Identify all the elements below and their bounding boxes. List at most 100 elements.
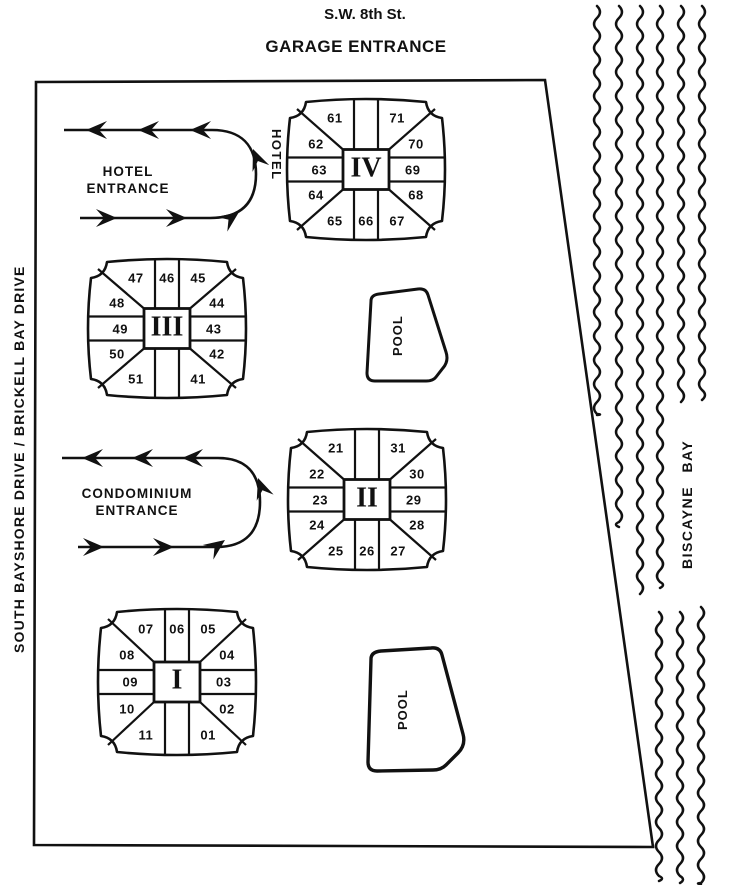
building-III-partition-line (189, 347, 237, 389)
unit-67-label: 67 (389, 213, 405, 229)
unit-70-label: 70 (408, 136, 424, 152)
hotel-entrance-label-line1: HOTEL (102, 164, 154, 179)
unit-42-label: 42 (209, 346, 225, 362)
unit-24-label: 24 (309, 517, 325, 533)
unit-44-label: 44 (209, 295, 225, 311)
building-IV-core-box (341, 148, 391, 191)
water-wave-line (696, 605, 706, 885)
unit-28-label: 28 (409, 517, 425, 533)
unit-31-label: 31 (390, 440, 406, 456)
direction-arrowhead-icon (166, 209, 187, 227)
bay-water-waves-icon (592, 4, 707, 885)
building-II-numeral: II (356, 482, 378, 514)
unit-66-label: 66 (358, 213, 374, 229)
unit-68-label: 68 (408, 187, 424, 203)
water-wave-line (592, 4, 602, 417)
building-IV-numeral: IV (350, 152, 382, 184)
direction-arrowhead-icon (252, 149, 270, 172)
building-IV-partition-line (296, 188, 344, 231)
water-wave-line (655, 4, 665, 590)
building-II-partition-line (389, 518, 437, 561)
unit-64-label: 64 (308, 187, 324, 203)
building-II-partition-line (389, 438, 437, 481)
hotel-entrance-label-line2: ENTRANCE (86, 181, 170, 196)
unit-29-label: 29 (406, 492, 422, 507)
direction-arrowhead-icon (202, 540, 225, 560)
direction-arrowhead-icon (96, 209, 117, 227)
buildings-linework (86, 97, 448, 757)
direction-arrowhead-icon (190, 121, 211, 139)
building-IV-partition-line (296, 108, 344, 151)
hotel-entrance-arrow-loop (64, 121, 270, 232)
unit-51-label: 51 (128, 371, 144, 387)
building-II (286, 427, 448, 572)
unit-69-label: 69 (405, 162, 421, 177)
building-II-partition-line (297, 518, 345, 561)
west-street-label: SOUTH BAYSHORE DRIVE / BRICKELL BAY DRIV… (11, 265, 27, 653)
building-III-numeral: III (150, 311, 184, 343)
unit-50-label: 50 (109, 346, 125, 362)
building-II-partition-line (297, 438, 345, 481)
unit-26-label: 26 (359, 543, 375, 559)
direction-arrowhead-icon (216, 212, 239, 232)
unit-27-label: 27 (390, 543, 406, 559)
building-III-partition-line (97, 347, 145, 389)
building-I-partition-line (199, 701, 247, 746)
unit-43-label: 43 (206, 321, 222, 336)
unit-41-label: 41 (190, 371, 206, 387)
unit-62-label: 62 (308, 136, 324, 152)
building-I (96, 607, 258, 757)
garage-entrance-label: GARAGE ENTRANCE (265, 37, 447, 56)
water-wave-line (654, 610, 664, 883)
building-II-core-box (342, 478, 392, 521)
unit-10-label: 10 (119, 701, 135, 717)
direction-arrowhead-icon (256, 478, 274, 501)
pool-upper-outline (365, 287, 449, 383)
water-wave-line (635, 4, 645, 596)
condominium-entrance-arrow-path (62, 456, 262, 549)
pool-lower-outline (366, 646, 466, 773)
condominium-entrance-label-line2: ENTRANCE (95, 503, 179, 518)
unit-47-label: 47 (128, 270, 144, 286)
water-wave-line (697, 4, 707, 402)
pool-upper-label: POOL (390, 315, 405, 356)
direction-arrowhead-icon (132, 449, 153, 467)
water-wave-line (675, 610, 685, 885)
condominium-entrance-arrow-loop (62, 449, 274, 560)
unit-22-label: 22 (309, 466, 325, 482)
direction-arrowhead-icon (83, 538, 104, 556)
unit-07-label: 07 (138, 621, 154, 637)
building-IV (285, 97, 447, 242)
building-III-core-box (142, 307, 192, 350)
unit-65-label: 65 (327, 213, 343, 229)
hotel-wing-label: HOTEL (269, 129, 284, 181)
pool-lower-label: POOL (395, 689, 410, 730)
unit-04-label: 04 (219, 647, 235, 663)
unit-05-label: 05 (200, 621, 216, 637)
top-street-label: S.W. 8th St. (324, 6, 406, 23)
unit-45-label: 45 (190, 270, 206, 286)
building-I-partition-line (107, 701, 155, 746)
direction-arrowhead-icon (82, 449, 103, 467)
direction-arrowhead-icon (138, 121, 159, 139)
unit-25-label: 25 (328, 543, 344, 559)
building-IV-partition-line (388, 108, 436, 151)
unit-02-label: 02 (219, 701, 235, 717)
unit-61-label: 61 (327, 110, 343, 126)
building-III-partition-line (97, 268, 145, 310)
unit-03-label: 03 (216, 674, 232, 690)
unit-11-label: 11 (138, 727, 154, 743)
building-I-partition-line (199, 618, 247, 663)
unit-63-label: 63 (311, 162, 327, 177)
direction-arrowhead-icon (86, 121, 107, 139)
direction-arrowhead-icon (153, 538, 174, 556)
building-I-partition-line (107, 618, 155, 663)
water-wave-line (614, 4, 624, 529)
unit-01-label: 01 (200, 727, 216, 743)
building-I-numeral: I (171, 664, 183, 696)
unit-09-label: 09 (122, 674, 138, 690)
unit-48-label: 48 (109, 295, 125, 311)
unit-08-label: 08 (119, 647, 135, 663)
unit-21-label: 21 (328, 440, 344, 456)
